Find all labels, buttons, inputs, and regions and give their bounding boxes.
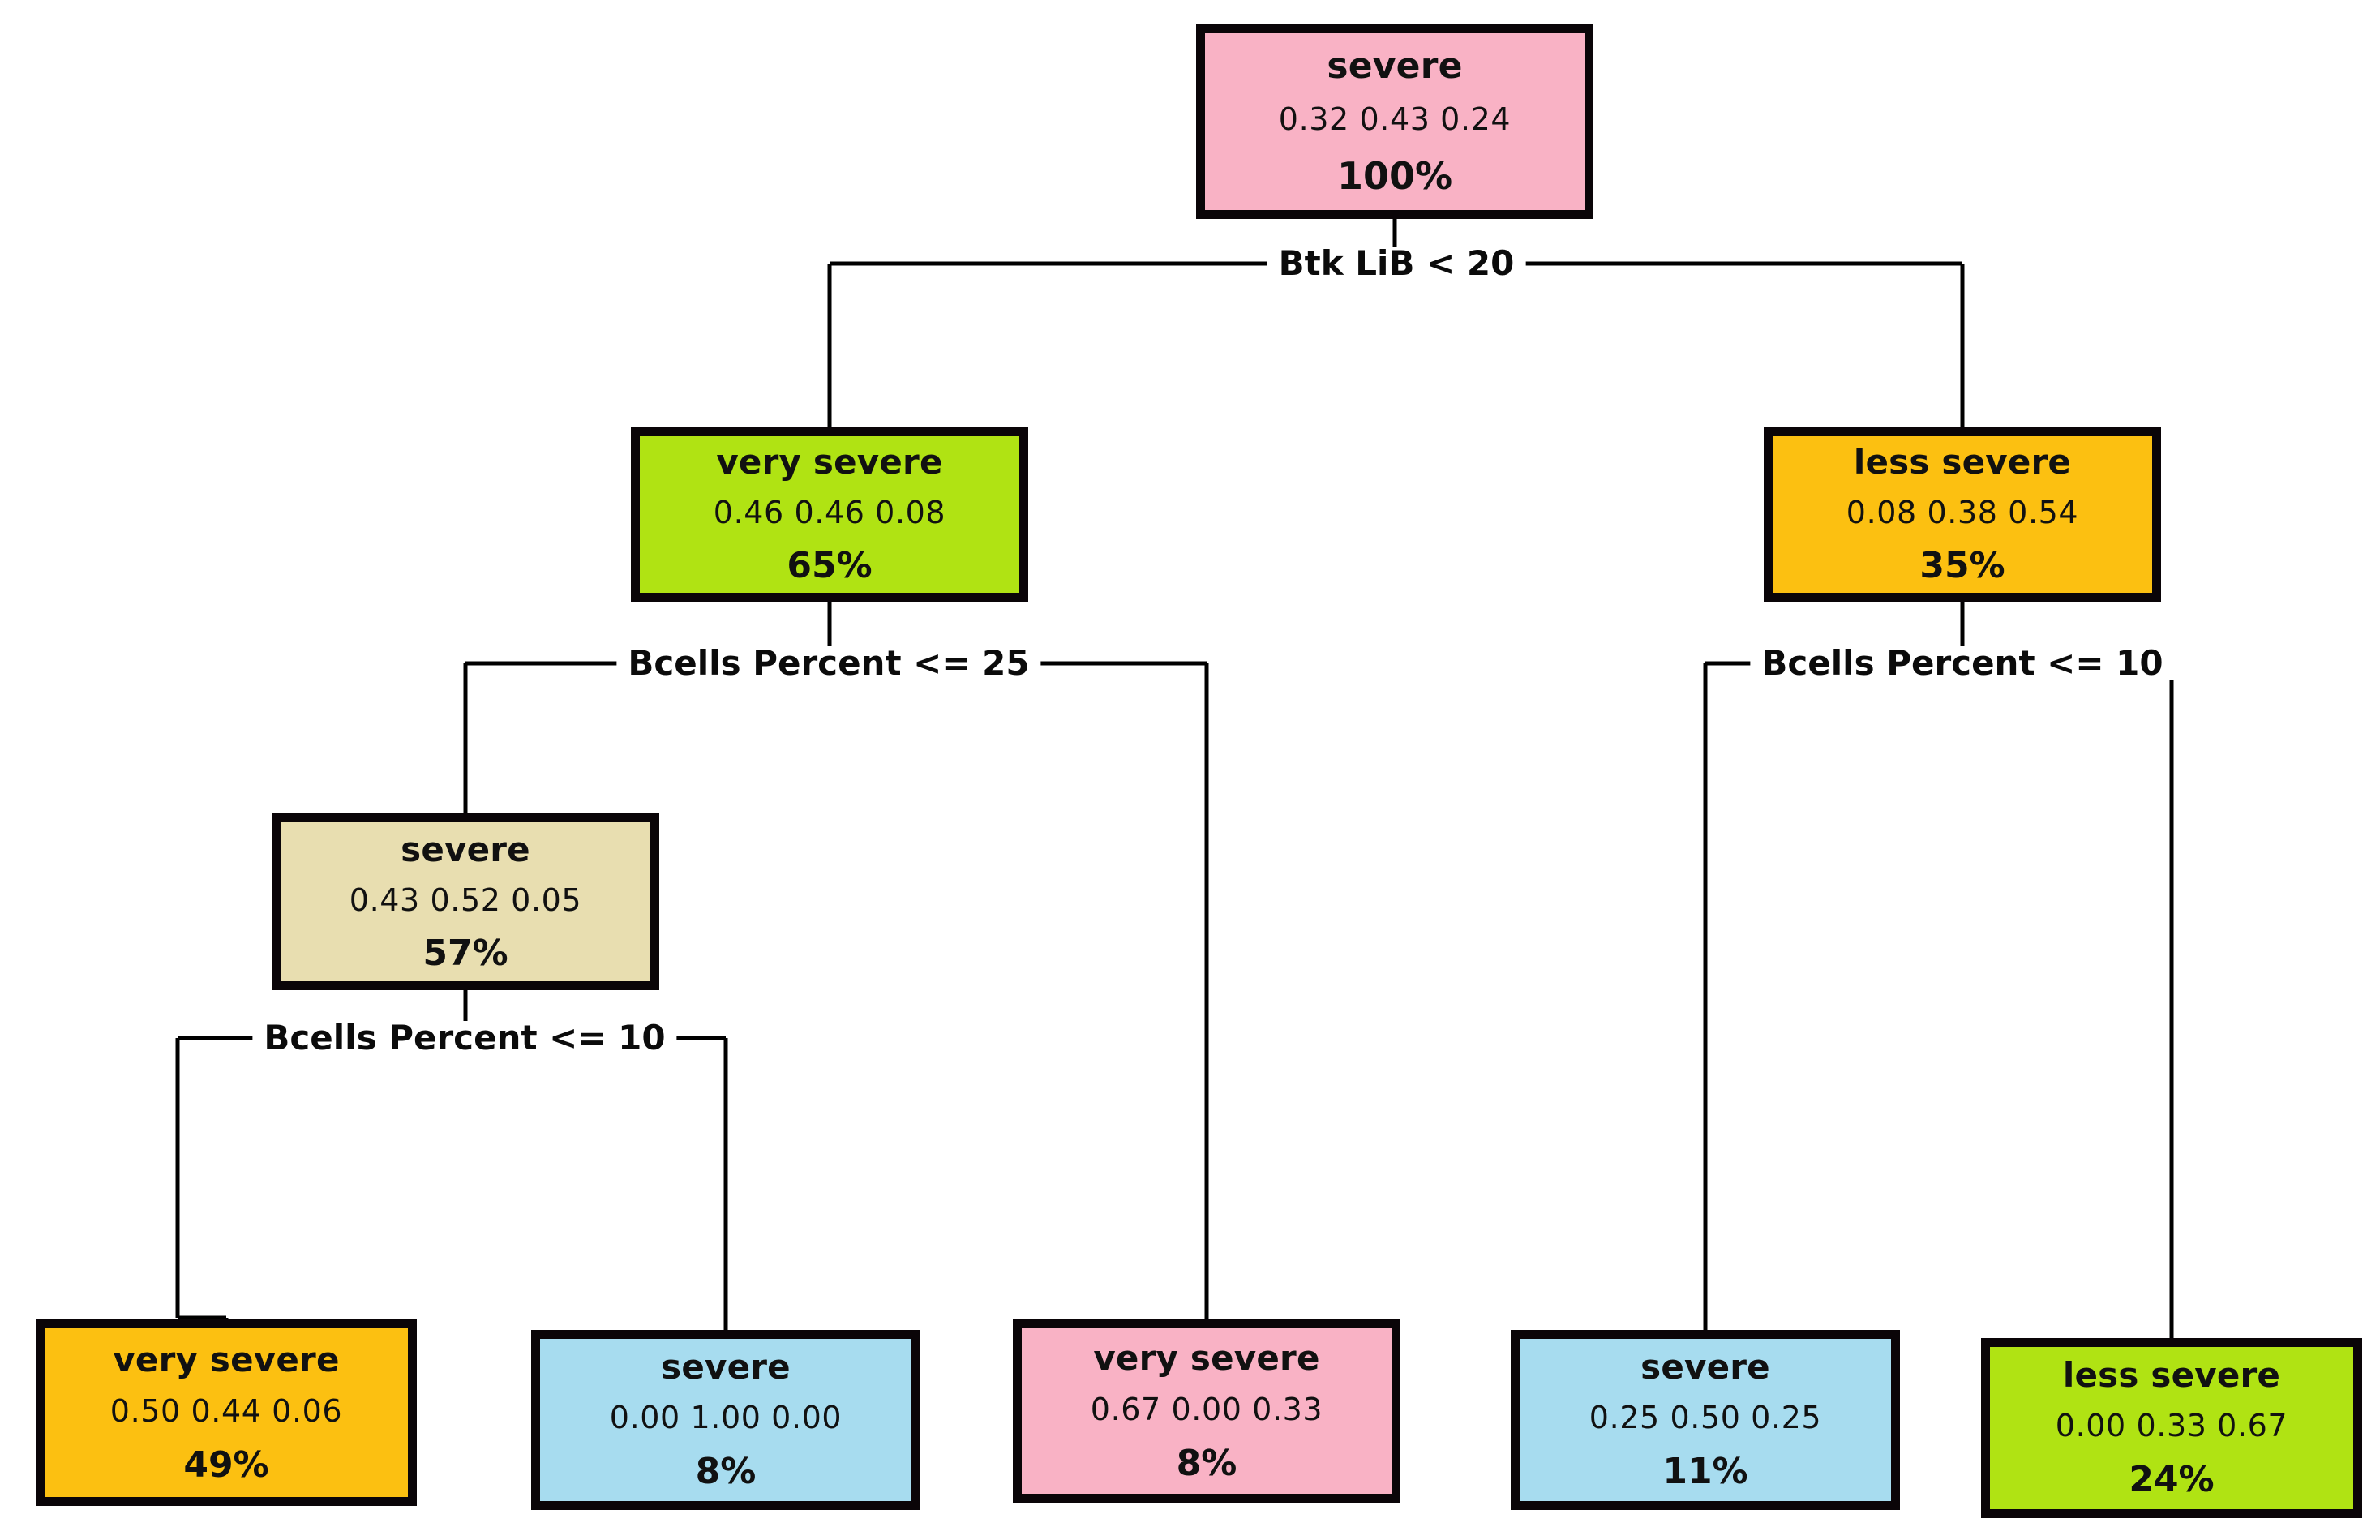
- node-probabilities: 0.32 0.43 0.24: [1278, 101, 1512, 137]
- node-probabilities: 0.00 1.00 0.00: [609, 1400, 843, 1435]
- node-percent: 35%: [1919, 545, 2005, 586]
- tree-node: very severe 0.50 0.44 0.06 49%: [36, 1319, 417, 1506]
- node-probabilities: 0.08 0.38 0.54: [1846, 495, 2079, 530]
- node-class-label: severe: [1327, 45, 1463, 87]
- node-probabilities: 0.00 0.33 0.67: [2055, 1408, 2288, 1443]
- node-percent: 65%: [787, 545, 873, 586]
- node-percent: 24%: [2129, 1459, 2215, 1500]
- tree-node: less severe 0.00 0.33 0.67 24%: [1981, 1338, 2362, 1518]
- node-probabilities: 0.43 0.52 0.05: [349, 882, 582, 918]
- node-probabilities: 0.25 0.50 0.25: [1589, 1400, 1822, 1435]
- node-percent: 57%: [422, 932, 508, 974]
- split-condition-label: Bcells Percent <= 10: [1750, 646, 2175, 680]
- tree-node: severe 0.43 0.52 0.05 57%: [272, 813, 659, 990]
- node-class-label: less severe: [1853, 442, 2072, 482]
- node-percent: 8%: [1176, 1442, 1237, 1484]
- node-percent: 100%: [1336, 154, 1453, 198]
- node-percent: 11%: [1662, 1451, 1748, 1492]
- node-class-label: less severe: [2062, 1355, 2281, 1395]
- tree-node: severe 0.25 0.50 0.25 11%: [1511, 1330, 1900, 1510]
- node-class-label: severe: [401, 829, 530, 869]
- node-class-label: very severe: [1093, 1337, 1320, 1378]
- node-class-label: severe: [661, 1347, 791, 1387]
- node-probabilities: 0.67 0.00 0.33: [1090, 1391, 1323, 1427]
- tree-node: very severe 0.46 0.46 0.08 65%: [631, 427, 1028, 602]
- tree-node: very severe 0.67 0.00 0.33 8%: [1013, 1319, 1400, 1503]
- split-condition-label: Btk LiB < 20: [1267, 247, 1526, 281]
- split-condition-label: Bcells Percent <= 25: [616, 646, 1041, 680]
- node-probabilities: 0.50 0.44 0.06: [109, 1392, 343, 1429]
- tree-node: severe 0.32 0.43 0.24 100%: [1196, 24, 1593, 219]
- node-percent: 8%: [695, 1451, 757, 1492]
- node-class-label: very severe: [113, 1339, 340, 1379]
- split-condition-label: Bcells Percent <= 10: [252, 1021, 677, 1055]
- tree-node: less severe 0.08 0.38 0.54 35%: [1764, 427, 2161, 602]
- node-class-label: very severe: [716, 442, 943, 482]
- node-probabilities: 0.46 0.46 0.08: [713, 495, 946, 530]
- node-percent: 49%: [183, 1443, 269, 1486]
- node-class-label: severe: [1640, 1347, 1770, 1387]
- tree-node: severe 0.00 1.00 0.00 8%: [531, 1330, 920, 1510]
